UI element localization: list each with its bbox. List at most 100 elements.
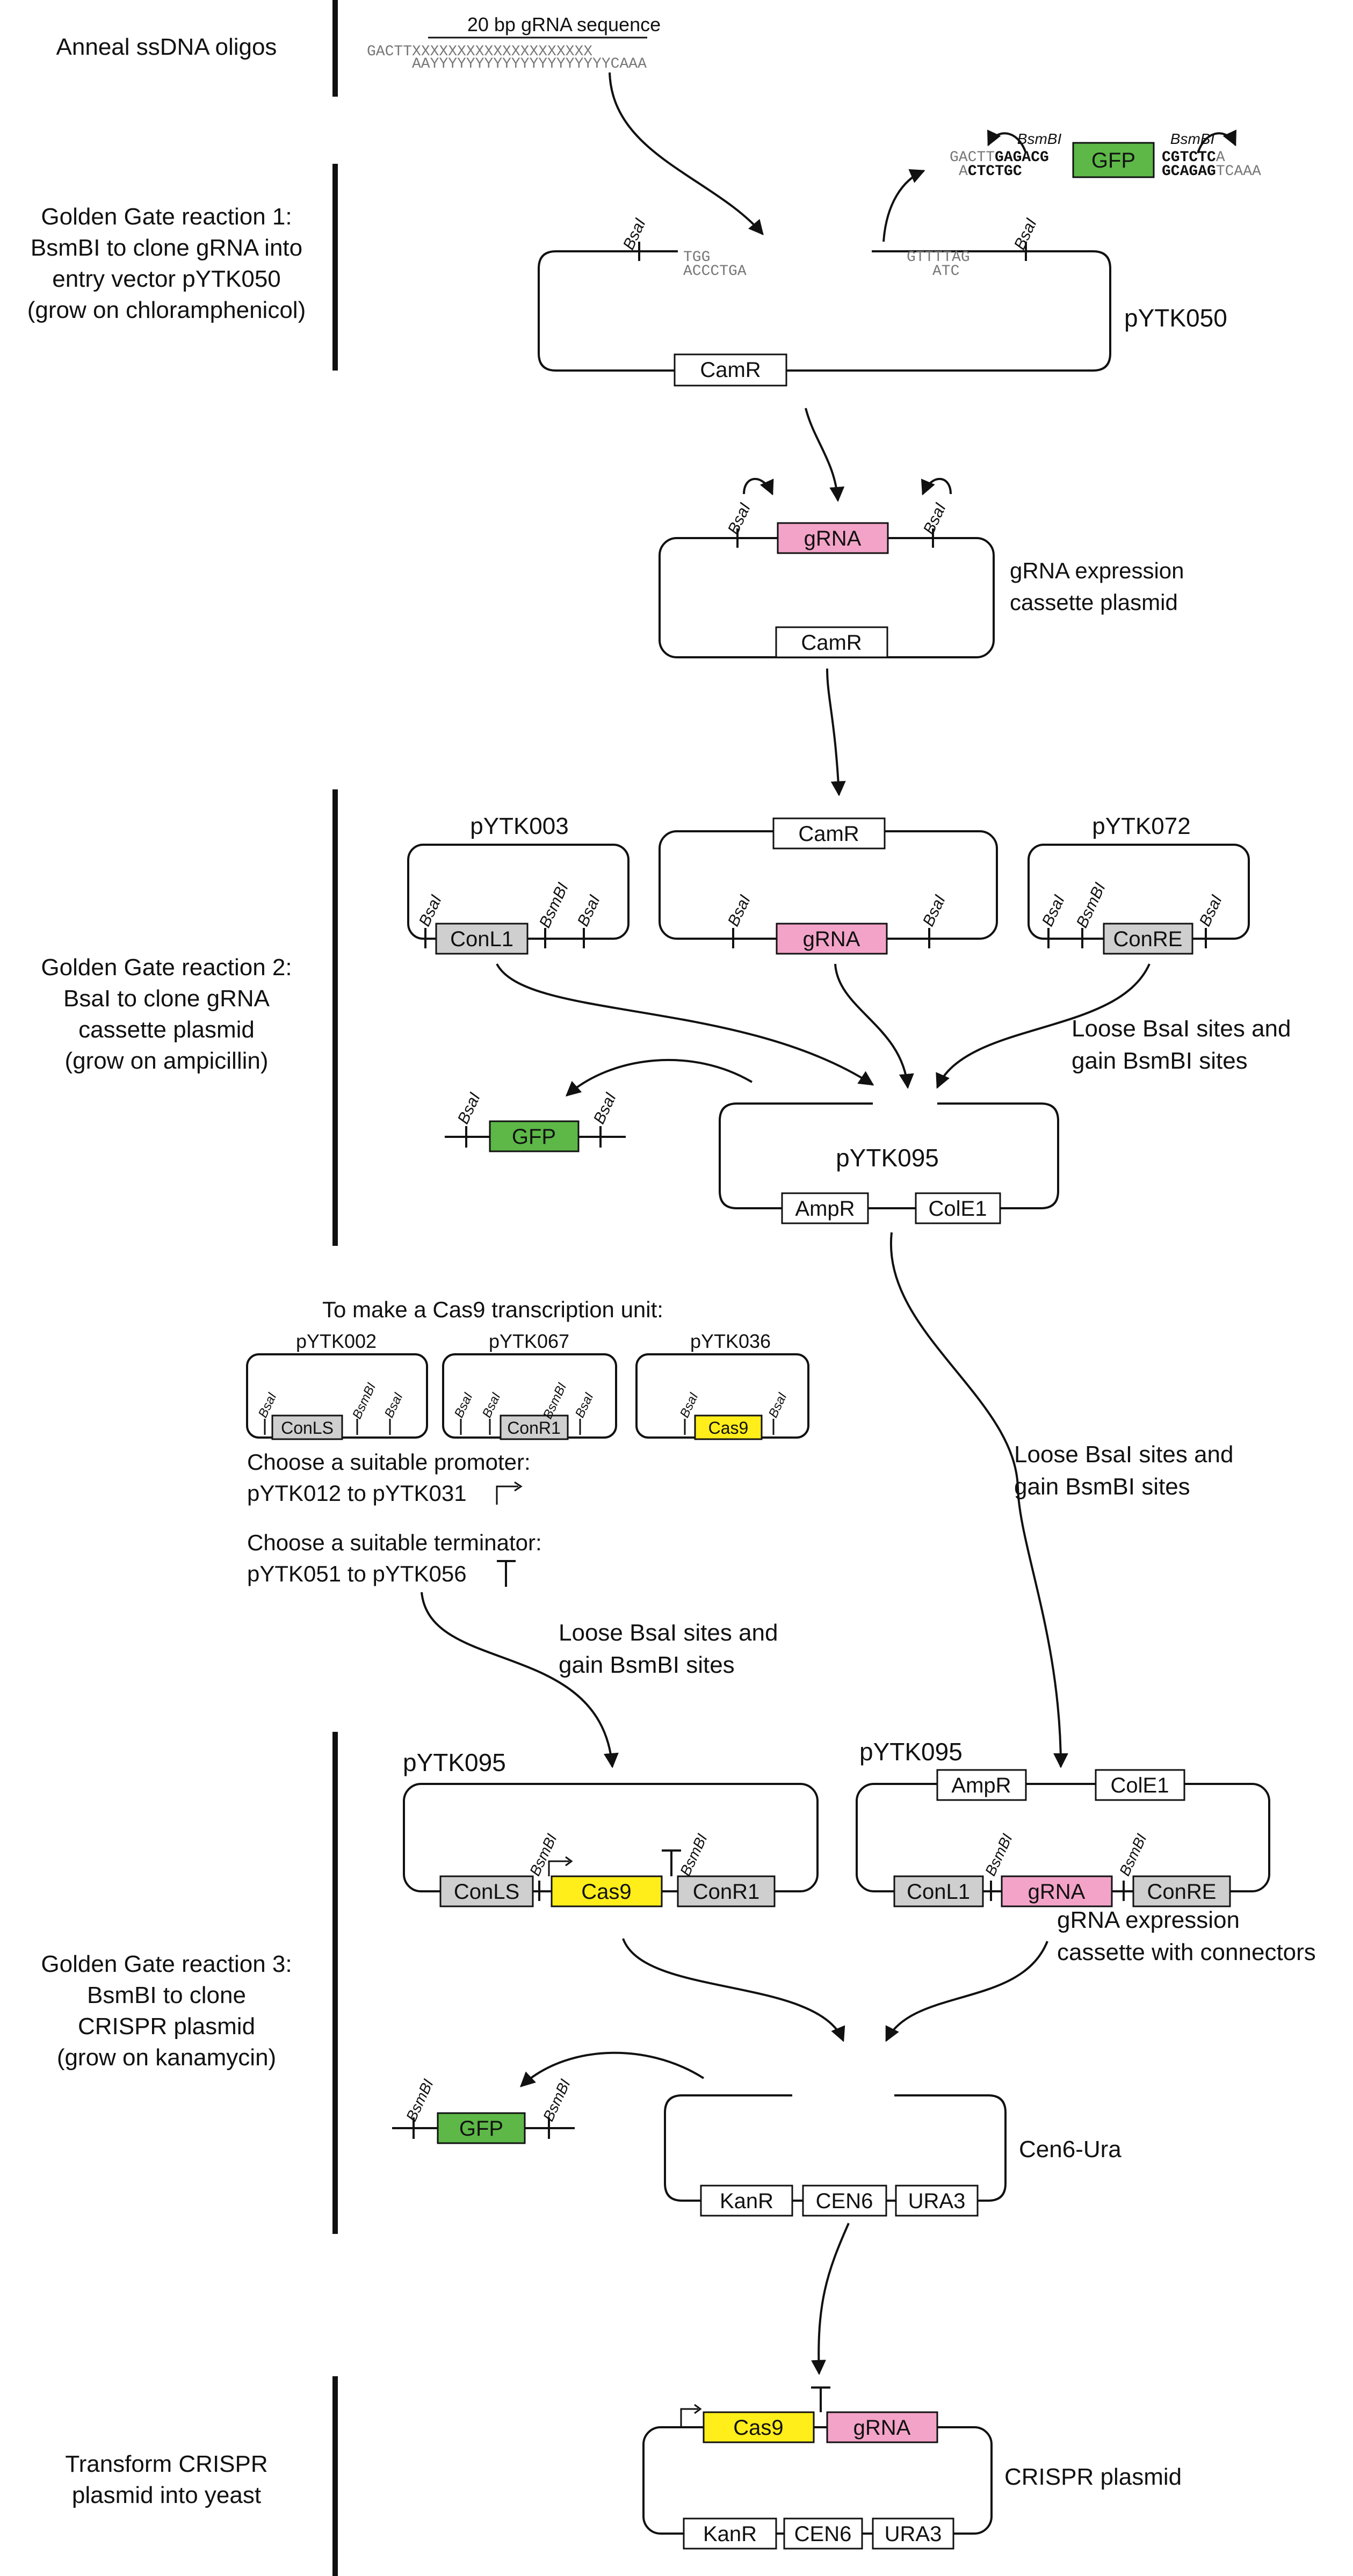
terminator-icon: [497, 1560, 516, 1587]
svg-text:pYTK067: pYTK067: [489, 1330, 569, 1352]
svg-text:gRNA: gRNA: [853, 2416, 911, 2440]
svg-text:GFP: GFP: [512, 1125, 556, 1149]
svg-text:ColE1: ColE1: [929, 1197, 987, 1221]
svg-text:ConRE: ConRE: [1113, 927, 1183, 951]
step-gg1-line4: (grow on chloramphenicol): [27, 297, 306, 323]
cole1-marker: [915, 1192, 1001, 1224]
flow-arrow: [885, 1941, 1048, 2042]
gfp-dropout-gg3: GFP BsmBI BsmBI: [392, 2077, 575, 2144]
seq-right-top-bold: CGTCTC: [1162, 149, 1216, 166]
oligo-bottom-prefix: AA: [412, 56, 430, 72]
grna-connectors-name: pYTK095: [859, 1738, 963, 1766]
grna-part: [776, 923, 888, 955]
grna-plasmid-label-2: cassette plasmid: [1010, 590, 1178, 615]
bsai-site-label: BsaI: [920, 500, 950, 537]
grna-part: [826, 2411, 938, 2443]
step-gg2: Golden Gate reaction 2: BsaI to clone gR…: [41, 789, 338, 1246]
bsai-site-label: BsaI: [1011, 216, 1040, 252]
svg-text:ConR1: ConR1: [693, 1880, 760, 1904]
bsmbi-site-label: BsmBI: [1017, 130, 1062, 147]
conre-part: [1103, 923, 1193, 955]
svg-text:AAYYYYYYYYYYYYYYYYYYYYCAAA: AAYYYYYYYYYYYYYYYYYYYYCAAA: [412, 56, 647, 72]
gfp-dropout-gg1: GACTTGAGACG ACTCTGC GFP CGTCTCA GCAGAGTC…: [950, 129, 1261, 180]
conr1-part: [500, 1414, 569, 1440]
flow-arrow: [421, 1592, 619, 1768]
step-gg3-line1: Golden Gate reaction 3:: [41, 1951, 292, 1977]
plasmid-outline: [403, 1783, 819, 1892]
svg-text:gRNA: gRNA: [804, 527, 862, 550]
svg-text:BsmBI: BsmBI: [982, 1831, 1016, 1878]
svg-text:ConLS: ConLS: [281, 1418, 334, 1438]
promoter-icon: [548, 1860, 569, 1876]
crispr-plasmid: Cas9 gRNA CRISPR plasmid KanR CEN6 URA3: [642, 2386, 1182, 2550]
oligo-duplex: 20 bp gRNA sequence GACTTXXXXXXXXXXXXXXX…: [367, 13, 661, 72]
gfp-box: [489, 1120, 580, 1152]
svg-text:Cas9: Cas9: [733, 2416, 783, 2440]
loose-note-middle-2: gain BsmBI sites: [1014, 1474, 1190, 1500]
svg-text:BsaI: BsaI: [574, 892, 604, 929]
conls-part: [271, 1414, 343, 1440]
step-gg3-line2: BsmBI to clone: [87, 1982, 246, 2008]
seq-right-top-gray: A: [1216, 149, 1225, 166]
svg-text:BsmBI: BsmBI: [1116, 1831, 1150, 1878]
svg-text:BsaI: BsaI: [725, 892, 754, 929]
cas9-part: [551, 1875, 663, 1907]
step-gg1-line3: entry vector pYTK050: [52, 266, 281, 292]
cen6-marker: [783, 2517, 863, 2550]
gfp-box: [437, 2112, 526, 2144]
step-gg2-line3: cassette plasmid: [78, 1017, 255, 1043]
plasmid-outline: [856, 1783, 1270, 1892]
step-gg2-line1: Golden Gate reaction 2:: [41, 954, 292, 981]
plasmid-outline: [642, 2426, 993, 2535]
svg-text:ConR1: ConR1: [507, 1418, 561, 1438]
overhang-left-bottom: ACCCTGA: [683, 263, 747, 280]
cas9-tu-name: pYTK095: [403, 1748, 506, 1776]
grna-cassette-plasmid: gRNA BsaI BsaI CamR gRNA expression cass…: [659, 477, 1184, 658]
step-gg2-line4: (grow on ampicillin): [64, 1048, 268, 1074]
flow-arrow: [882, 169, 925, 242]
pytk050-name: pYTK050: [1124, 304, 1227, 332]
cut-arrow: [987, 129, 1027, 154]
svg-text:BsmBI: BsmBI: [536, 880, 572, 931]
terminator-icon: [811, 2386, 830, 2412]
step-bar: [332, 1732, 338, 2234]
step-anneal: Anneal ssDNA oligos: [56, 0, 338, 97]
camr-marker: [674, 353, 787, 387]
svg-text:URA3: URA3: [908, 2189, 966, 2213]
step-gg3: Golden Gate reaction 3: BsmBI to clone C…: [41, 1732, 338, 2234]
conre-part: [1132, 1875, 1231, 1907]
cen6-marker: [802, 2185, 887, 2217]
plasmid-outline: [538, 250, 1111, 372]
cut-arrow: [1197, 129, 1236, 154]
flow-arrow: [936, 963, 1151, 1089]
kanr-marker: [683, 2517, 777, 2550]
oligo-bottom-suffix: CAAA: [611, 56, 647, 72]
svg-text:ColE1: ColE1: [1111, 1774, 1169, 1797]
svg-text:pYTK036: pYTK036: [690, 1330, 771, 1352]
svg-text:CamR: CamR: [801, 631, 862, 655]
seq-right-bot-gray: TCAAA: [1216, 163, 1261, 180]
ampr-marker: [781, 1192, 869, 1224]
svg-text:Cas9: Cas9: [708, 1418, 749, 1438]
svg-text:BsaI: BsaI: [452, 1390, 476, 1420]
seq-left-top-bold: GAGACG: [995, 149, 1049, 166]
cen6-ura-name: Cen6-Ura: [1019, 2136, 1122, 2163]
svg-text:ACTCTGC: ACTCTGC: [959, 163, 1022, 180]
cole1-marker: [1095, 1769, 1185, 1801]
oligo-top-prefix: GACTT: [367, 43, 412, 60]
flow-arrow: [805, 408, 845, 502]
step-transform: Transform CRISPR plasmid into yeast: [65, 2376, 338, 2576]
pytk003-name: pYTK003: [470, 813, 568, 839]
terminator-line-1: Choose a suitable terminator:: [247, 1530, 542, 1555]
cas9-unit-title: To make a Cas9 transcription unit:: [322, 1297, 663, 1322]
overhang-right-top: GTTTTAG: [907, 249, 970, 266]
oligo-title: 20 bp gRNA sequence: [467, 13, 661, 35]
promoter-line-2: pYTK012 to pYTK031: [247, 1481, 467, 1506]
cen6-ura-backbone: Cen6-Ura KanR CEN6 URA3: [664, 2094, 1122, 2217]
flow-arrow: [811, 2223, 850, 2375]
cut-arrow: [921, 477, 952, 496]
pytk095-backbone-gg2: pYTK095 AmpR ColE1: [719, 1102, 1059, 1224]
svg-text:GFP: GFP: [459, 2117, 503, 2140]
pytk072-name: pYTK072: [1092, 813, 1190, 839]
seq-right-bot-bold: GCAGAG: [1162, 163, 1216, 180]
